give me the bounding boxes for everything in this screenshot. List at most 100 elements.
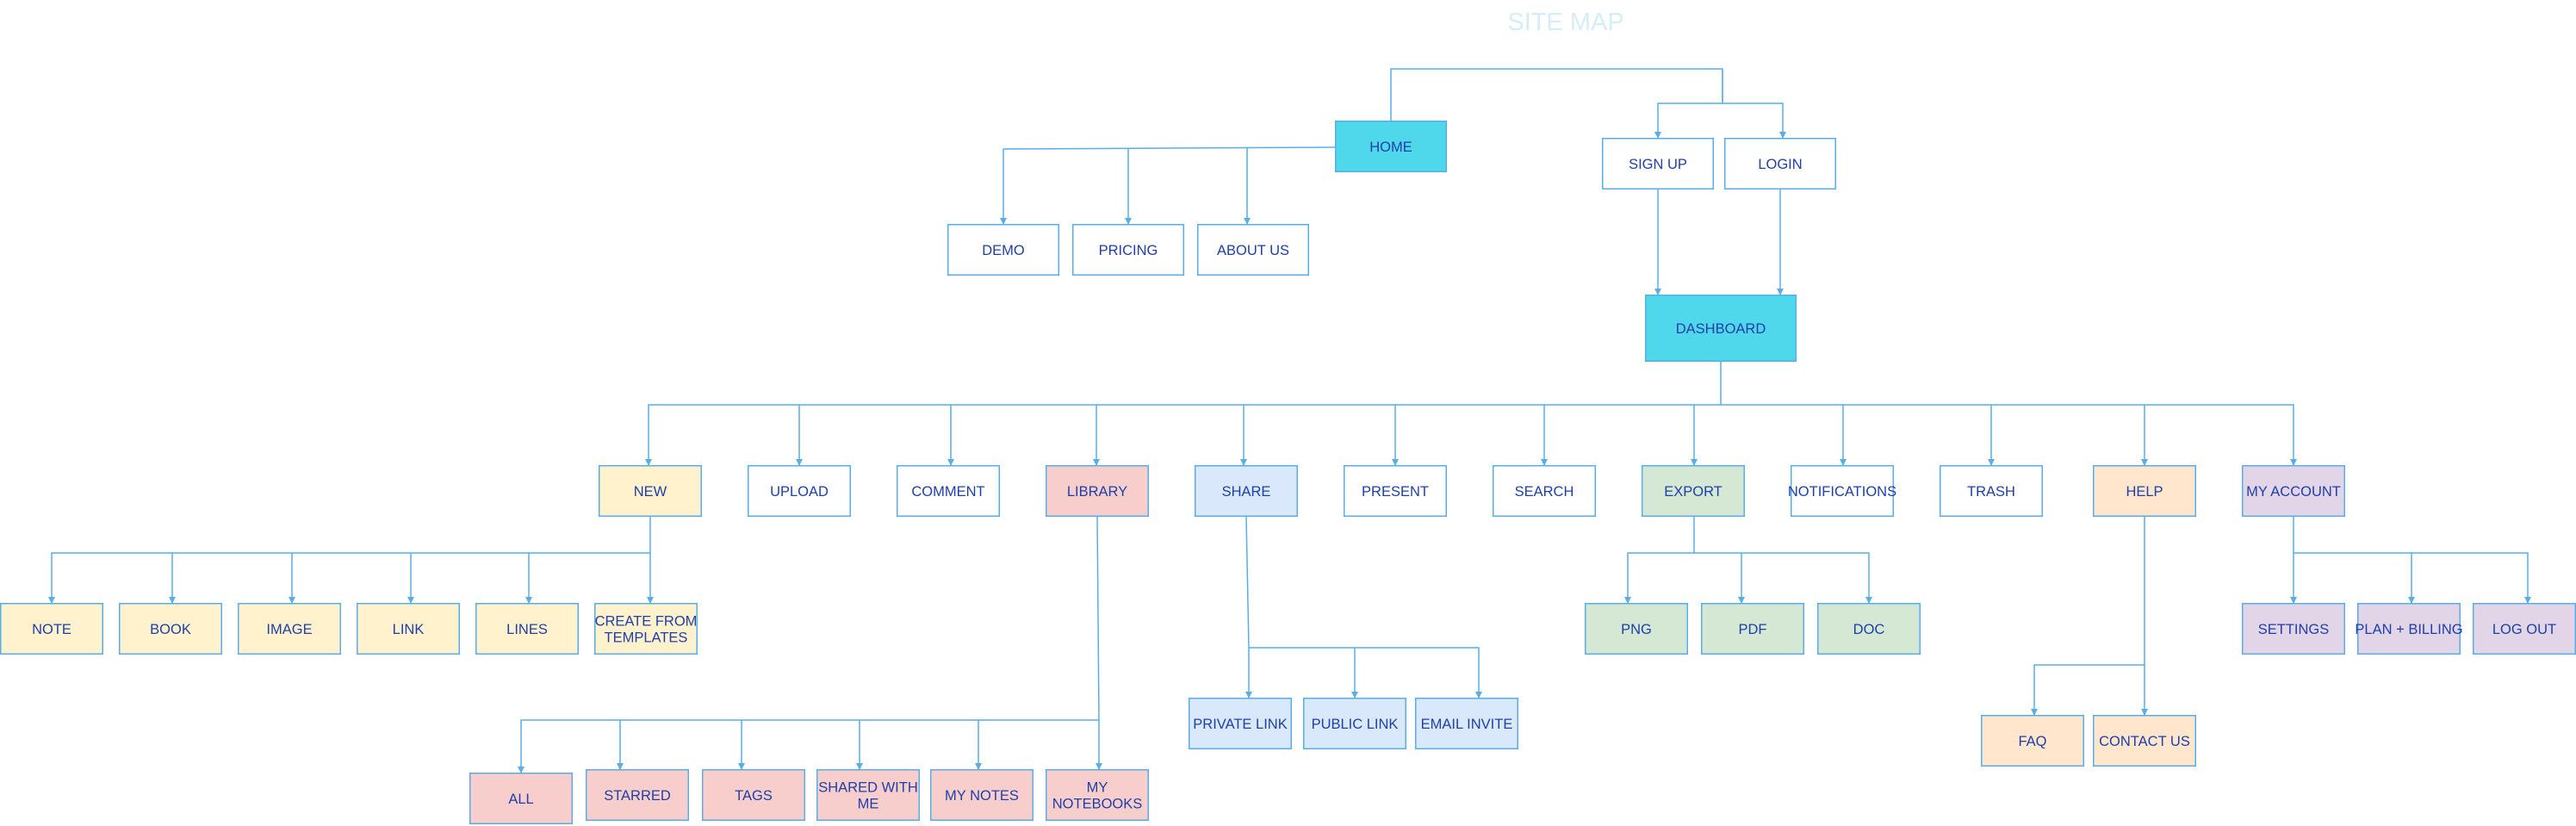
node-label-lines: LINES	[506, 622, 548, 637]
node-box-book	[119, 603, 222, 655]
node-plan-billing: PLAN + BILLING	[2355, 603, 2463, 655]
node-box-note	[0, 603, 103, 655]
node-box-library	[1046, 465, 1149, 517]
node-present: PRESENT	[1344, 465, 1447, 517]
node-box-starred	[586, 769, 689, 821]
node-box-shared-with-me	[816, 769, 920, 821]
node-label-faq: FAQ	[2018, 734, 2046, 749]
node-box-new	[599, 465, 702, 517]
node-faq: FAQ	[1981, 715, 2084, 767]
connector-export-to-doc	[1694, 552, 1872, 604]
node-box-link	[357, 603, 460, 655]
node-label-doc: DOC	[1853, 622, 1885, 637]
node-lines: LINES	[475, 603, 579, 655]
node-label-book: BOOK	[150, 622, 191, 637]
node-help: HELP	[2093, 465, 2196, 517]
node-label-settings: SETTINGS	[2258, 622, 2330, 637]
connector-help-to-faq	[2031, 517, 2145, 716]
node-box-lines	[475, 603, 579, 655]
node-contact-us: CONTACT US	[2093, 715, 2196, 767]
node-box-all	[469, 773, 573, 824]
node-box-settings	[2242, 603, 2345, 655]
node-box-my-notebooks	[1046, 769, 1149, 821]
connector-home-to-demo	[1000, 146, 1336, 225]
node-box-export	[1642, 465, 1745, 517]
connector-share-to-email-invite	[1355, 647, 1482, 699]
node-label-notifications: NOTIFICATIONS	[1788, 484, 1896, 500]
node-label-private-link: PRIVATE LINK	[1193, 717, 1287, 732]
node-all: ALL	[469, 773, 573, 824]
node-label-help: HELP	[2126, 484, 2163, 500]
node-box-upload	[748, 465, 851, 517]
node-log-out: LOG OUT	[2473, 603, 2576, 655]
node-link: LINK	[357, 603, 460, 655]
node-trash: TRASH	[1940, 465, 2043, 517]
node-image: IMAGE	[238, 603, 341, 655]
node-box-dashboard	[1645, 295, 1797, 362]
node-private-link: PRIVATE LINK	[1189, 698, 1292, 749]
node-label-search: SEARCH	[1515, 484, 1574, 500]
node-sign-up: SIGN UP	[1602, 138, 1714, 189]
node-comment: COMMENT	[897, 465, 1000, 517]
node-label-plan-billing: PLAN + BILLING	[2355, 622, 2462, 637]
node-label-present: PRESENT	[1362, 484, 1429, 500]
node-box-home	[1335, 121, 1447, 172]
connector-new-to-note	[48, 517, 651, 604]
node-pdf: PDF	[1701, 603, 1804, 655]
node-book: BOOK	[119, 603, 222, 655]
node-settings: SETTINGS	[2242, 603, 2345, 655]
connector-home-to-login	[1723, 102, 1786, 139]
node-label-dashboard: DASHBOARD	[1676, 321, 1766, 337]
node-label-comment: COMMENT	[911, 484, 984, 500]
node-label-home: HOME	[1369, 140, 1412, 155]
node-box-demo	[947, 224, 1059, 276]
node-login: LOGIN	[1724, 138, 1836, 189]
node-box-my-notes	[930, 769, 1034, 821]
node-label-my-account: MY ACCOUNT	[2246, 484, 2341, 500]
connector-dashboard-to-my-account	[1721, 404, 2297, 466]
node-box-present	[1344, 465, 1447, 517]
node-demo: DEMO	[947, 224, 1059, 276]
node-label-my-notes: MY NOTES	[945, 788, 1019, 804]
node-new: NEW	[599, 465, 702, 517]
node-box-email-invite	[1415, 698, 1518, 749]
node-email-invite: EMAIL INVITE	[1415, 698, 1518, 749]
node-box-tags	[702, 769, 805, 821]
node-box-png	[1585, 603, 1688, 655]
node-starred: STARRED	[586, 769, 689, 821]
node-label-pdf: PDF	[1739, 622, 1767, 637]
connector-share-to-public-link	[1249, 647, 1358, 699]
node-label-png: PNG	[1621, 622, 1652, 637]
node-box-login	[1724, 138, 1836, 189]
node-box-contact-us	[2093, 715, 2196, 767]
connector-library-to-all	[518, 516, 1100, 773]
node-tags: TAGS	[702, 769, 805, 821]
node-dashboard: DASHBOARD	[1645, 295, 1797, 362]
node-box-my-account	[2242, 465, 2345, 517]
node-box-private-link	[1189, 698, 1292, 749]
node-share: SHARE	[1195, 465, 1298, 517]
node-box-faq	[1981, 715, 2084, 767]
node-box-sign-up	[1602, 138, 1714, 189]
node-box-share	[1195, 465, 1298, 517]
node-my-account: MY ACCOUNT	[2242, 465, 2345, 517]
connector-my-account-to-plan-billing	[2294, 552, 2415, 604]
node-label-public-link: PUBLIC LINK	[1312, 717, 1399, 732]
node-box-comment	[897, 465, 1000, 517]
node-label-tags: TAGS	[735, 788, 773, 804]
node-doc: DOC	[1817, 603, 1921, 655]
node-box-public-link	[1303, 698, 1406, 749]
node-notifications: NOTIFICATIONS	[1788, 465, 1896, 517]
node-box-about-us	[1197, 224, 1309, 276]
node-label-about-us: ABOUT US	[1217, 243, 1289, 258]
node-label-link: LINK	[393, 622, 425, 637]
node-box-trash	[1940, 465, 2043, 517]
node-library: LIBRARY	[1046, 465, 1149, 517]
node-box-search	[1493, 465, 1596, 517]
node-label-sign-up: SIGN UP	[1629, 157, 1687, 172]
